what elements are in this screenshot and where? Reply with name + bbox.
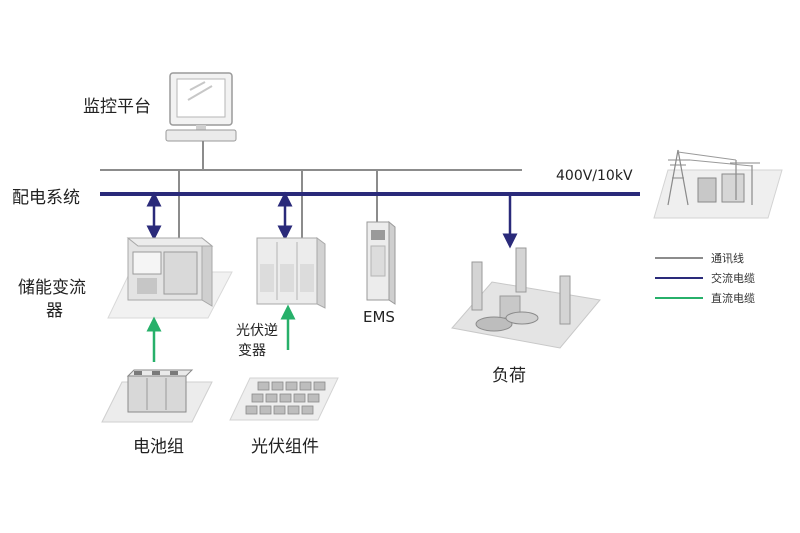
legend-label-comm: 通讯线 [711,252,744,265]
ems-cabinet-icon [366,220,396,305]
monitor-platform-label: 监控平台 [83,97,151,117]
load-label: 负荷 [492,366,526,386]
pv-inverter-label-line2: 变器 [238,343,266,359]
legend-item-ac: 交流电缆 [655,270,755,286]
legend-item-dc: 直流电缆 [655,290,755,306]
pv-inverter-icon [256,237,326,309]
battery-icon [101,369,213,423]
legend-swatch-ac [655,277,703,279]
legend-item-comm: 通讯线 [655,250,744,266]
pv-inverter-label-line1: 光伏逆 [236,323,278,339]
battery-label: 电池组 [133,437,184,457]
legend-swatch-dc [655,297,703,299]
distribution-system-label: 配电系统 [12,188,80,208]
ems-label: EMS [363,308,395,326]
pcs-label-line2: 器 [46,301,63,321]
legend-label-dc: 直流电缆 [711,292,755,305]
voltage-label: 400V/10kV [556,168,633,184]
legend-swatch-comm [655,257,703,259]
load-charging-station-icon [451,247,601,349]
pcs-cabinet-icon [107,236,233,319]
legend-label-ac: 交流电缆 [711,272,755,285]
substation-icon [653,149,783,219]
pv-module-icon [229,377,339,421]
pv-module-label: 光伏组件 [251,437,319,457]
computer-icon [165,72,237,142]
pcs-label-line1: 储能变流 [18,278,86,298]
